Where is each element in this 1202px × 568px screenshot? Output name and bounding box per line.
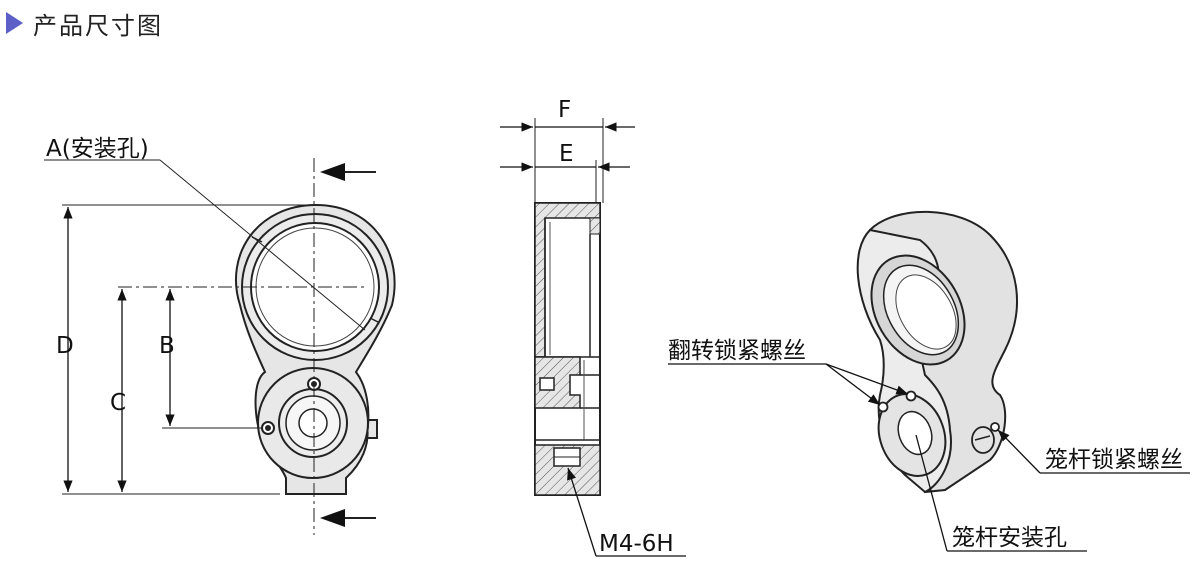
front-view bbox=[44, 158, 396, 535]
label-d: D bbox=[56, 333, 74, 359]
label-f: F bbox=[558, 97, 571, 123]
label-thread: M4-6H bbox=[599, 531, 674, 557]
label-cage-rod-mount-hole: 笼杆安装孔 bbox=[952, 525, 1067, 551]
label-a-mount-hole: A(安装孔) bbox=[46, 136, 149, 162]
isometric-view bbox=[668, 210, 1190, 552]
label-c: C bbox=[110, 390, 126, 416]
section-title: 产品尺寸图 bbox=[33, 11, 163, 40]
section-header: 产品尺寸图 bbox=[6, 6, 163, 40]
label-e: E bbox=[559, 141, 574, 167]
label-b: B bbox=[159, 333, 175, 359]
triangle-bullet-icon bbox=[6, 12, 23, 34]
side-section-view bbox=[500, 118, 686, 557]
label-cage-rod-lock-screw: 笼杆锁紧螺丝 bbox=[1045, 447, 1183, 473]
label-flip-lock-screw: 翻转锁紧螺丝 bbox=[668, 338, 806, 364]
